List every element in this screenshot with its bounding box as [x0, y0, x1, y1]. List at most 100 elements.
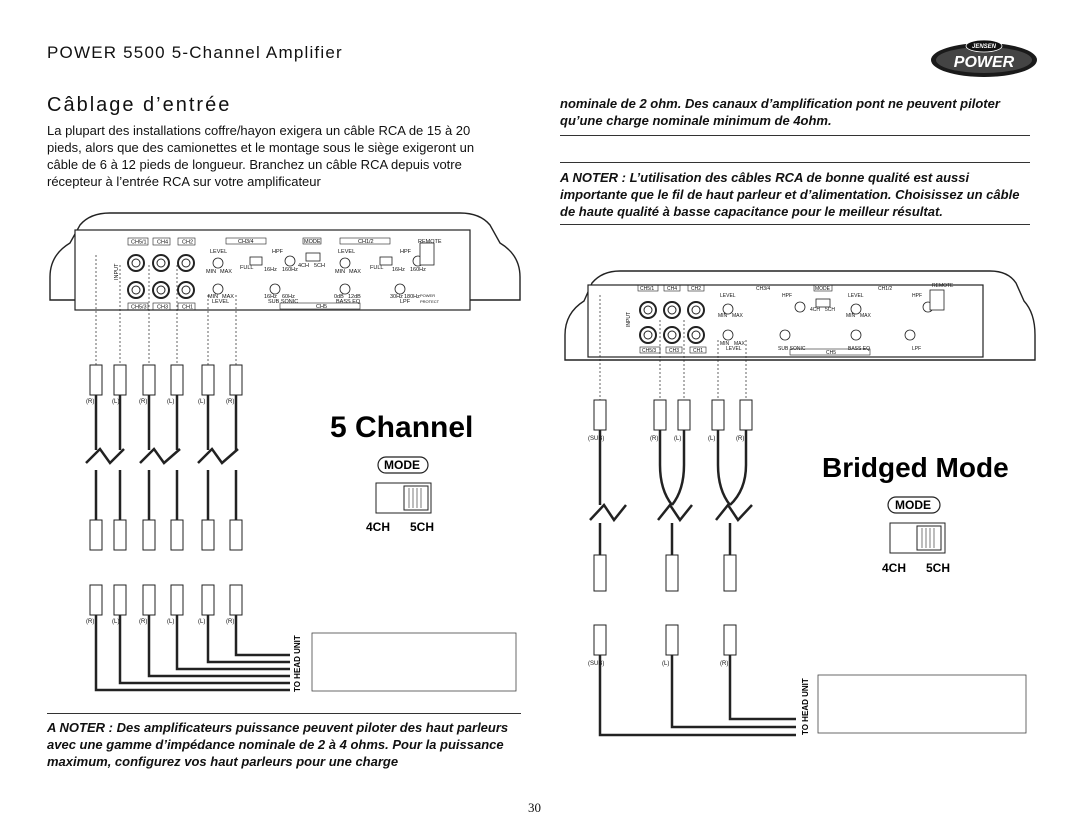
label-max: MAX	[220, 269, 232, 275]
plug-label: (L)	[198, 399, 205, 405]
plug-label: (R)	[86, 399, 94, 405]
amplifier-input-panel	[587, 284, 984, 358]
plug-labels: (R) (L) (R) (L) (L) (R) (R) (L) (R) (L) …	[86, 399, 234, 625]
label-hpf: HPF	[272, 249, 284, 255]
label-min: MIN	[718, 313, 728, 319]
mode-badge	[887, 496, 941, 514]
label-max: MAX	[732, 313, 744, 319]
note-bottom-paragraph: A NOTER : Des amplificateurs puissance p…	[47, 720, 509, 769]
label-ch51: CH5/1	[131, 240, 147, 246]
mode-switch-slider	[403, 485, 429, 511]
plug-labels: (SUB) (R) (L) (L) (R) (SUB) (L) (R)	[588, 436, 744, 667]
label-remote: REMOTE	[418, 239, 442, 245]
label-ch51: CH5/1	[640, 286, 654, 292]
label-max: MAX	[349, 269, 361, 275]
logo-maker-text: JENSEN	[972, 44, 997, 50]
switch-4ch-label: 4CH	[366, 520, 390, 534]
label-4ch-switch: 4CH	[810, 307, 820, 313]
label-16hz: 16Hz	[264, 294, 277, 300]
plug-label: (R)	[720, 661, 728, 667]
label-30hz: 30Hz	[390, 294, 403, 300]
label-ch3: CH3	[157, 305, 168, 311]
rca-jacks	[639, 301, 705, 344]
label-ch12: CH1/2	[358, 239, 374, 245]
to-head-unit-label: TO HEAD UNIT	[293, 635, 302, 692]
label-ch4: CH4	[157, 240, 168, 246]
label-ch1: CH1	[182, 305, 193, 311]
label-ch4: CH4	[667, 286, 677, 292]
label-lpf: LPF	[912, 346, 921, 352]
plug-label: (L)	[674, 436, 681, 442]
label-ch5: CH5	[316, 304, 327, 310]
label-160hz: 160Hz	[410, 267, 426, 273]
label-protect: PROTECT	[420, 299, 440, 304]
label-min: MIN	[720, 341, 730, 347]
label-hpf: HPF	[400, 249, 412, 255]
rca-jacks	[127, 254, 195, 299]
label-min: MIN	[206, 269, 216, 275]
label-ch34: CH3/4	[238, 239, 254, 245]
diagram-title: Bridged Mode	[822, 452, 1009, 483]
plug-label: (L)	[198, 619, 205, 625]
label-remote: REMOTE	[932, 283, 954, 289]
label-180hz: 180Hz	[404, 294, 420, 300]
divider-rule	[560, 135, 1030, 136]
mode-label: MODE	[384, 458, 420, 472]
switch-5ch-label: 5CH	[926, 561, 950, 575]
label-input: INPUT	[114, 263, 120, 280]
label-16hz: 16Hz	[392, 267, 405, 273]
label-input: INPUT	[626, 312, 632, 327]
switch-5ch-label: 5CH	[410, 520, 434, 534]
slider-ridges	[921, 528, 935, 548]
dashed-leads	[95, 255, 237, 370]
plug-label: (SUB)	[588, 436, 604, 442]
label-lpf: LPF	[400, 299, 411, 305]
label-ch12: CH1/2	[878, 286, 892, 292]
label-min: MIN	[846, 313, 856, 319]
label-full: FULL	[370, 265, 383, 271]
label-bass-eq: BASS EQ	[336, 299, 361, 305]
power-logo: JENSEN POWER	[931, 39, 1037, 77]
plug-label: (R)	[139, 399, 147, 405]
plug-label: (L)	[708, 436, 715, 442]
page-number: 30	[528, 800, 541, 815]
label-level: LEVEL	[720, 293, 736, 299]
five-channel-wiring-diagram: CH5/1 CH4 CH2 CH5/3 CH3 CH1 INPUT CH3/4 …	[49, 212, 521, 692]
plug-label: (R)	[139, 619, 147, 625]
label-min: MIN	[208, 294, 218, 300]
plug-label: (L)	[112, 619, 119, 625]
label-4ch-switch: 4CH	[298, 263, 309, 269]
divider-rule	[47, 713, 521, 714]
mode-switch-slider	[916, 525, 942, 551]
label-ch3: CH3	[669, 348, 679, 354]
label-ch34: CH3/4	[756, 286, 770, 292]
label-12db: 12dB	[348, 294, 361, 300]
panel-labels: CH5/1 CH4 CH2 CH5/3 CH3 CH1 INPUT CH3/4 …	[114, 237, 442, 311]
dashed-leads	[599, 295, 747, 405]
label-sub-sonic: SUB SONIC	[268, 299, 298, 305]
mode-badge	[377, 456, 429, 474]
intro-paragraph: La plupart des installations coffre/hayo…	[47, 123, 475, 189]
label-level: LEVEL	[338, 249, 355, 255]
label-ch5: CH5	[826, 350, 836, 356]
label-level: LEVEL	[210, 249, 227, 255]
bridged-mode-wiring-diagram: CH5/1 CH4 CH2 CH5/3 CH3 CH1 INPUT CH3/4 …	[564, 270, 1036, 737]
to-head-unit-label: TO HEAD UNIT	[801, 678, 810, 735]
rca-cables	[85, 364, 290, 692]
head-unit-box	[311, 632, 517, 692]
label-level: LEVEL	[848, 293, 864, 299]
label-power: POWER	[420, 293, 435, 298]
document-header-title: POWER 5500 5-Channel Amplifier	[47, 43, 343, 62]
label-160hz: 160Hz	[282, 267, 298, 273]
plug-label: (R)	[226, 399, 234, 405]
label-ch53: CH5/3	[131, 305, 147, 311]
label-ch53: CH5/3	[642, 348, 656, 354]
label-max: MAX	[222, 294, 234, 300]
label-mode: MODE	[815, 286, 831, 292]
label-level: LEVEL	[726, 346, 742, 352]
panel-labels: CH5/1 CH4 CH2 CH5/3 CH3 CH1 INPUT CH3/4 …	[626, 283, 954, 356]
label-mode: MODE	[304, 239, 321, 245]
plug-label: (L)	[112, 399, 119, 405]
label-60hz: 60Hz	[282, 294, 295, 300]
slider-ridges	[408, 488, 422, 508]
